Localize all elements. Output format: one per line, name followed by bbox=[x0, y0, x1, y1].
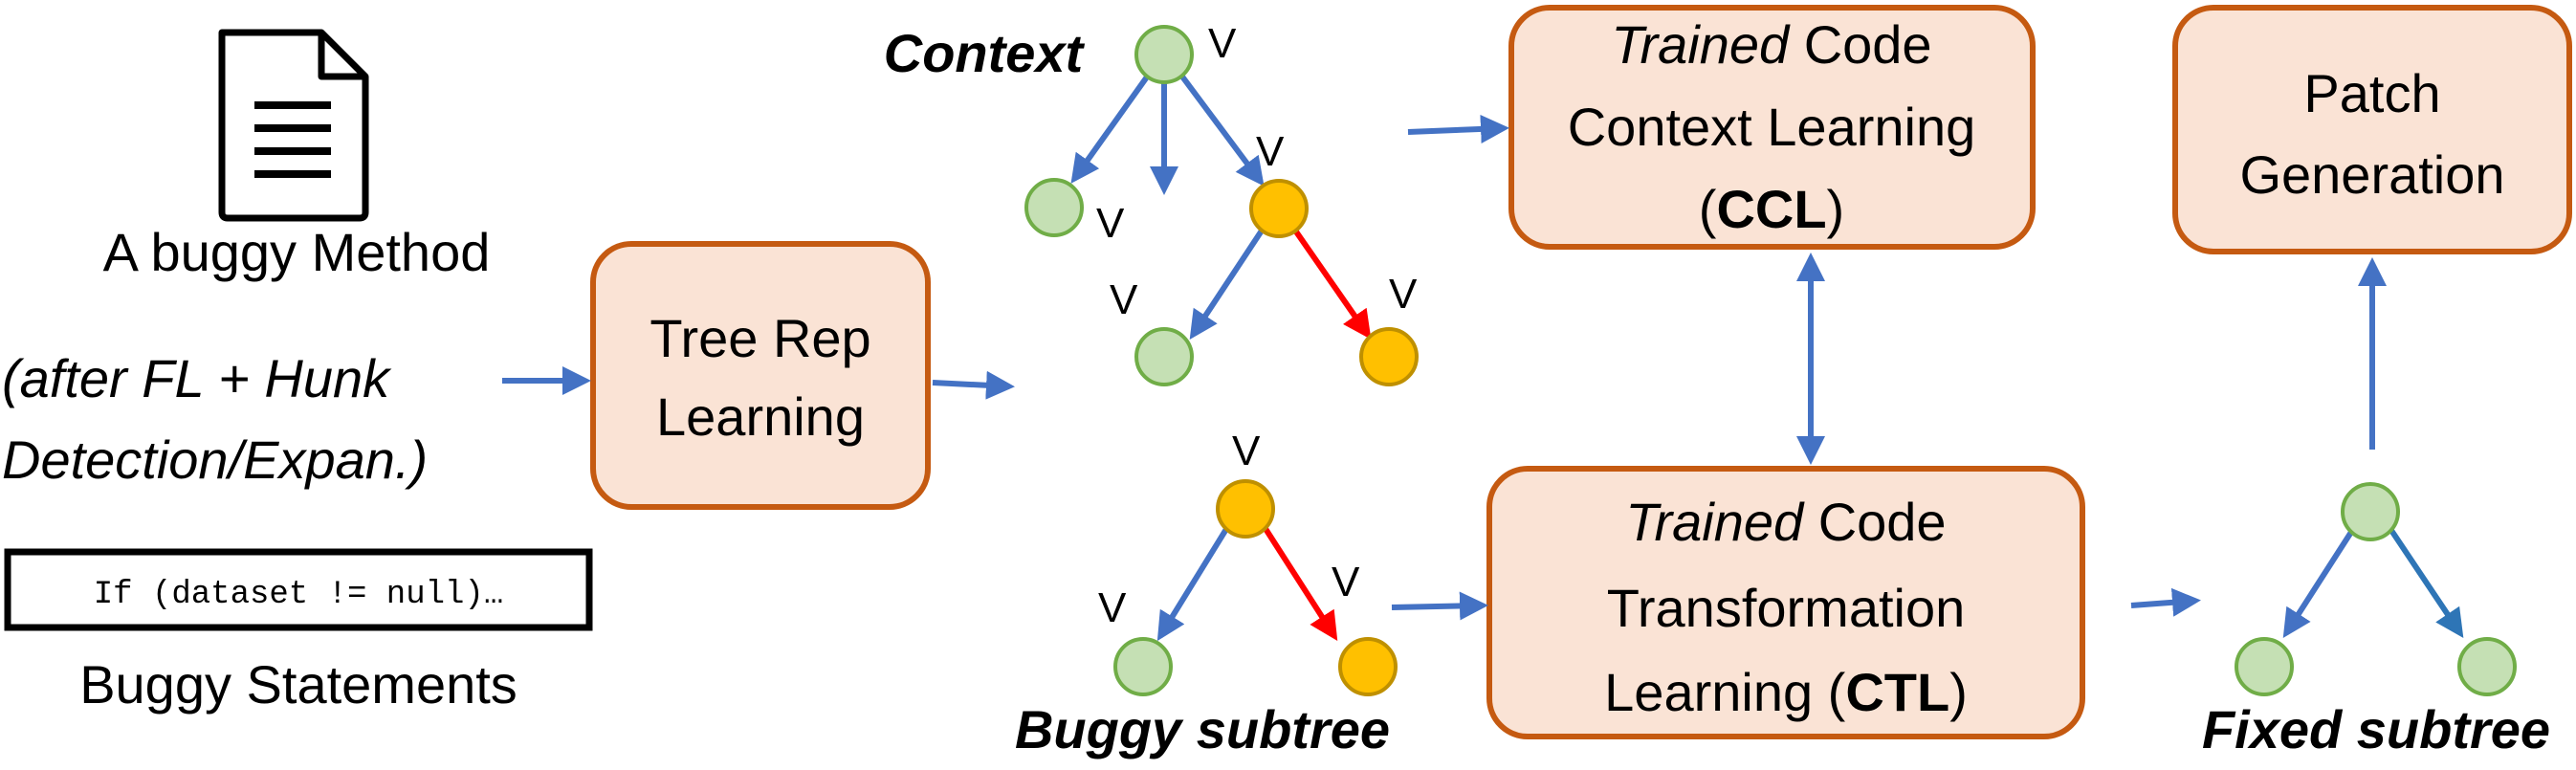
context-edge bbox=[1070, 67, 1156, 184]
buggy-mark: V bbox=[1332, 559, 1360, 605]
context-bottom-left-node bbox=[1134, 327, 1194, 386]
buggy-edge bbox=[1156, 519, 1234, 642]
context-mark: V bbox=[1208, 20, 1237, 67]
tree-rep-line1: Tree Rep bbox=[650, 308, 870, 368]
tree-rep-line2: Learning bbox=[656, 386, 865, 447]
arrow-tree-rep-to-trees bbox=[932, 370, 1015, 400]
arrow-context-to-ccl bbox=[1407, 114, 1509, 143]
patch-line1: Patch bbox=[2303, 63, 2440, 123]
context-mark: V bbox=[1110, 276, 1138, 323]
buggy-right-node bbox=[1338, 637, 1398, 696]
context-left-node bbox=[1024, 178, 1084, 237]
context-mark: V bbox=[1256, 128, 1285, 175]
context-bottom-right-node bbox=[1359, 327, 1419, 386]
ctl-line2: Transformation bbox=[1607, 578, 1966, 638]
ccl-line2: Context Learning bbox=[1568, 97, 1976, 157]
ccl-line3: (CCL) bbox=[1699, 179, 1844, 239]
code-snippet-box bbox=[4, 548, 593, 631]
context-tree: V V V V V bbox=[1024, 20, 1419, 386]
buggy-root-node bbox=[1216, 479, 1275, 539]
code-snippet: If (dataset != null)… bbox=[94, 577, 503, 613]
buggy-subtree: V V V bbox=[1098, 428, 1398, 696]
ccl-line1: Trained Code bbox=[1611, 14, 1931, 75]
fixed-edge bbox=[2282, 524, 2358, 639]
context-label: Context bbox=[884, 23, 1086, 83]
ctl-line3: Learning (CTL) bbox=[1604, 662, 1968, 722]
buggy-mark: V bbox=[1232, 428, 1261, 474]
context-buggy-node bbox=[1249, 179, 1309, 238]
localization-note-line1: (after FL + Hunk bbox=[2, 348, 392, 408]
buggy-left-node bbox=[1113, 637, 1173, 696]
buggy-changed-edge bbox=[1258, 519, 1338, 642]
fixed-right-node bbox=[2457, 637, 2517, 696]
context-mark: V bbox=[1389, 271, 1418, 318]
buggy-method-label: A buggy Method bbox=[103, 222, 491, 282]
context-edge bbox=[1174, 67, 1265, 187]
patch-generation-box: Patch Generation bbox=[2172, 5, 2572, 254]
buggy-subtree-label: Buggy subtree bbox=[1015, 699, 1390, 759]
ccl-box: Trained Code Context Learning (CCL) bbox=[1508, 5, 2036, 250]
fixed-root-node bbox=[2341, 482, 2400, 541]
fixed-left-node bbox=[2235, 637, 2294, 696]
ctl-line1: Trained Code bbox=[1625, 492, 1946, 552]
fixed-subtree-label: Fixed subtree bbox=[2202, 699, 2550, 759]
tree-rep-learning-box: Tree Rep Learning bbox=[590, 241, 931, 510]
fixed-subtree bbox=[2235, 482, 2517, 696]
buggy-statements-label: Buggy Statements bbox=[79, 654, 517, 715]
context-edge bbox=[1189, 223, 1268, 341]
fixed-edge bbox=[2386, 524, 2464, 638]
arrow-buggy-to-ctl bbox=[1391, 591, 1488, 621]
context-changed-edge bbox=[1288, 223, 1372, 340]
patch-line2: Generation bbox=[2239, 144, 2504, 205]
buggy-mark: V bbox=[1098, 584, 1127, 631]
document-icon bbox=[218, 29, 369, 222]
context-root-node bbox=[1134, 25, 1194, 84]
arrow-ctl-to-fixed bbox=[2130, 587, 2201, 617]
localization-note-line2: Detection/Expan.) bbox=[2, 429, 428, 490]
context-mark: V bbox=[1096, 200, 1125, 247]
ctl-box: Trained Code Transformation Learning (CT… bbox=[1486, 466, 2085, 739]
